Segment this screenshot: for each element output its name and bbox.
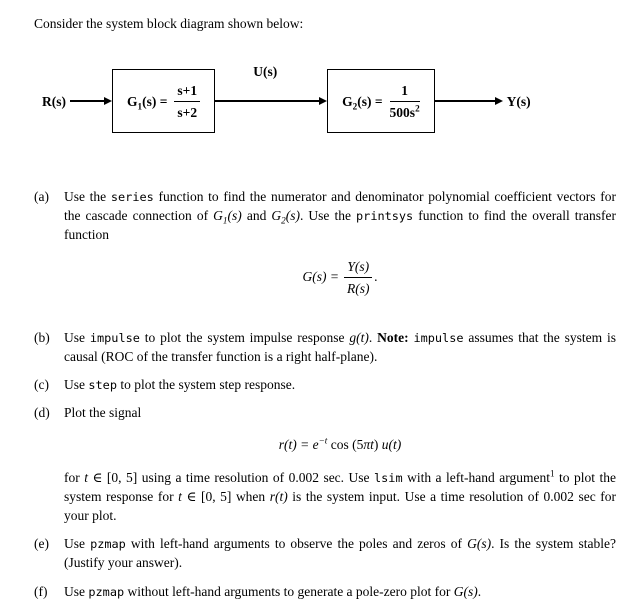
list-item-c: (c) Use step to plot the system step resp… bbox=[34, 375, 616, 394]
display-equation: G(s) = Y(s)R(s). bbox=[64, 257, 616, 298]
text-segment: t bbox=[178, 488, 182, 504]
output-signal-label: Y(s) bbox=[506, 93, 531, 109]
text-segment: u(t) bbox=[381, 436, 402, 452]
g1-numerator: s+1 bbox=[174, 81, 201, 102]
item-label: (a) bbox=[34, 189, 49, 205]
transfer-block-g1: G1(s) = s+1 s+2 bbox=[112, 69, 216, 134]
g2-equation-label: G2(s) = bbox=[342, 93, 383, 112]
equation-fraction: Y(s)R(s) bbox=[344, 257, 373, 298]
text-segment: t bbox=[84, 469, 88, 485]
item-label: (b) bbox=[34, 329, 50, 345]
item-label: (c) bbox=[34, 377, 49, 393]
text-segment: to plot the system step response. bbox=[116, 377, 296, 393]
text-segment: πt bbox=[363, 436, 374, 452]
arrowhead-icon bbox=[319, 97, 328, 106]
text-segment: (s) bbox=[227, 208, 242, 224]
mid-signal-label: U(s) bbox=[253, 64, 278, 80]
text-segment: Note: bbox=[377, 329, 414, 345]
text-segment: without left-hand arguments to generate … bbox=[124, 583, 454, 599]
intro-text: Consider the system block diagram shown … bbox=[34, 16, 304, 31]
text-segment: impulse bbox=[413, 330, 464, 345]
text-segment: . bbox=[368, 329, 378, 345]
list-item-a: (a) Use the series function to find the n… bbox=[34, 187, 616, 312]
text-segment: (s) bbox=[285, 208, 300, 224]
item-body: Use pzmap with left-hand arguments to ob… bbox=[64, 534, 616, 572]
item-body: Use impulse to plot the system impulse r… bbox=[64, 328, 616, 366]
list-item-b: (b) Use impulse to plot the system impuls… bbox=[34, 328, 616, 366]
text-segment: step bbox=[88, 378, 117, 393]
text-segment: with left-hand arguments to observe the … bbox=[125, 536, 468, 552]
arrow-mid: U(s) bbox=[215, 64, 328, 106]
g2-fraction: 1 500s2 bbox=[389, 81, 420, 122]
text-segment: G2 bbox=[271, 208, 286, 226]
item-label: (f) bbox=[34, 583, 48, 599]
text-segment: lsim bbox=[374, 470, 403, 485]
text-segment: . Use the bbox=[299, 208, 357, 224]
item-body: Use the series function to find the nume… bbox=[64, 187, 616, 312]
list-item-f: (f) Use pzmap without left-hand arguments… bbox=[34, 582, 616, 601]
arrow-shaft bbox=[215, 100, 320, 102]
text-segment: function to find the overall transfer fu… bbox=[64, 208, 616, 243]
arrow-shaft bbox=[70, 100, 104, 102]
text-segment: G(s) bbox=[453, 583, 478, 599]
text-segment: ∈ [0, 5] when bbox=[181, 488, 270, 504]
arrowhead-icon bbox=[494, 97, 503, 106]
arrow-output bbox=[434, 96, 503, 106]
g1-denominator: s+2 bbox=[177, 104, 198, 120]
text-segment: Use bbox=[64, 377, 89, 393]
g1-fraction: s+1 s+2 bbox=[174, 81, 201, 122]
text-segment: Use bbox=[64, 536, 91, 552]
arrowhead-icon bbox=[104, 97, 112, 106]
item-label: (d) bbox=[34, 405, 50, 421]
list-item-e: (e) Use pzmap with left-hand arguments to… bbox=[34, 534, 616, 572]
text-segment: G1 bbox=[213, 208, 228, 226]
item-label: (e) bbox=[34, 536, 49, 552]
text-segment: function to find the numerator and denom… bbox=[64, 189, 616, 224]
display-equation: r(t) = e−t cos (5πt) u(t) bbox=[64, 435, 616, 454]
list-item-d: (d) Plot the signal r(t) = e−t cos (5πt) u… bbox=[34, 403, 616, 525]
text-segment: ∈ [0, 5] using a time resolution of 0.00… bbox=[87, 469, 374, 485]
items-list: (a) Use the series function to find the n… bbox=[34, 187, 616, 601]
text-segment: pzmap bbox=[88, 584, 125, 599]
text-segment: for bbox=[64, 469, 85, 485]
text-segment: cos (5 bbox=[327, 436, 364, 452]
text-segment: assumes that the system is causal (ROC o… bbox=[64, 329, 617, 365]
item-body: Use step to plot the system step respons… bbox=[64, 375, 616, 394]
block-diagram: R(s) G1(s) = s+1 s+2 U(s) G2(s) = 1 500s… bbox=[38, 59, 612, 143]
text-segment: Use bbox=[64, 329, 90, 345]
g2-denominator: 500s2 bbox=[389, 103, 420, 120]
text-segment: Use bbox=[64, 583, 89, 599]
input-signal-label: R(s) bbox=[42, 93, 66, 109]
text-segment: with a left-hand argument1 bbox=[402, 468, 555, 485]
text-segment: r(t) bbox=[269, 488, 288, 504]
item-body: Use pzmap without left-hand arguments to… bbox=[64, 582, 616, 601]
text-segment: r(t) = e−t bbox=[278, 435, 328, 452]
text-segment: and bbox=[241, 208, 272, 224]
text-segment: printsys bbox=[356, 209, 414, 224]
text-segment: ) bbox=[373, 436, 382, 452]
text-segment: is the system input. Use a time resoluti… bbox=[64, 488, 616, 524]
arrow-input bbox=[70, 96, 112, 106]
arrow-shaft bbox=[434, 100, 495, 102]
text-segment: G(s) bbox=[467, 536, 492, 552]
text-segment: Plot the signal bbox=[64, 405, 142, 421]
text-segment: impulse bbox=[89, 330, 140, 345]
text-segment: pzmap bbox=[90, 537, 126, 552]
g1-equation-label: G1(s) = bbox=[127, 93, 168, 112]
g2-numerator: 1 bbox=[389, 81, 420, 102]
text-segment: to plot the system impulse response bbox=[139, 329, 350, 345]
text-segment: series bbox=[110, 190, 154, 205]
text-segment: to plot the system response for bbox=[64, 469, 616, 504]
transfer-block-g2: G2(s) = 1 500s2 bbox=[327, 69, 435, 134]
item-body: Plot the signal r(t) = e−t cos (5πt) u(t)… bbox=[64, 403, 616, 525]
text-segment: Use the bbox=[64, 189, 111, 205]
item-continuation: for t ∈ [0, 5] using a time resolution o… bbox=[64, 468, 616, 525]
equation-lhs: G(s) = bbox=[302, 268, 343, 284]
text-segment: . bbox=[477, 583, 482, 599]
text-segment: g(t) bbox=[349, 329, 369, 345]
